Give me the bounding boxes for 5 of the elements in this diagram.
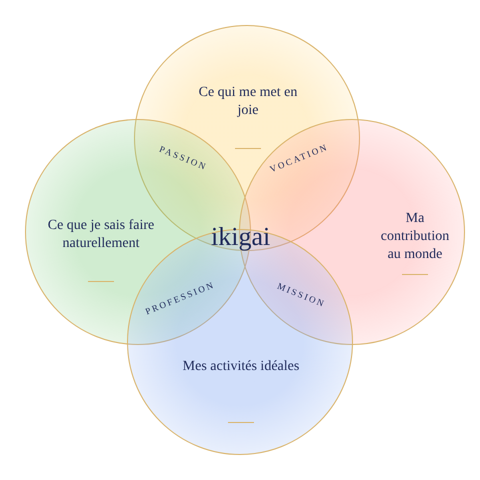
circle-label: Ce que je sais faire naturellement xyxy=(46,217,156,253)
center-title: ikigai xyxy=(211,222,270,252)
circle-label: Ma contribution au monde xyxy=(380,210,450,264)
circle-label: Mes activités idéales xyxy=(182,358,300,376)
circle-label: Ce qui me met en joie xyxy=(198,84,298,120)
